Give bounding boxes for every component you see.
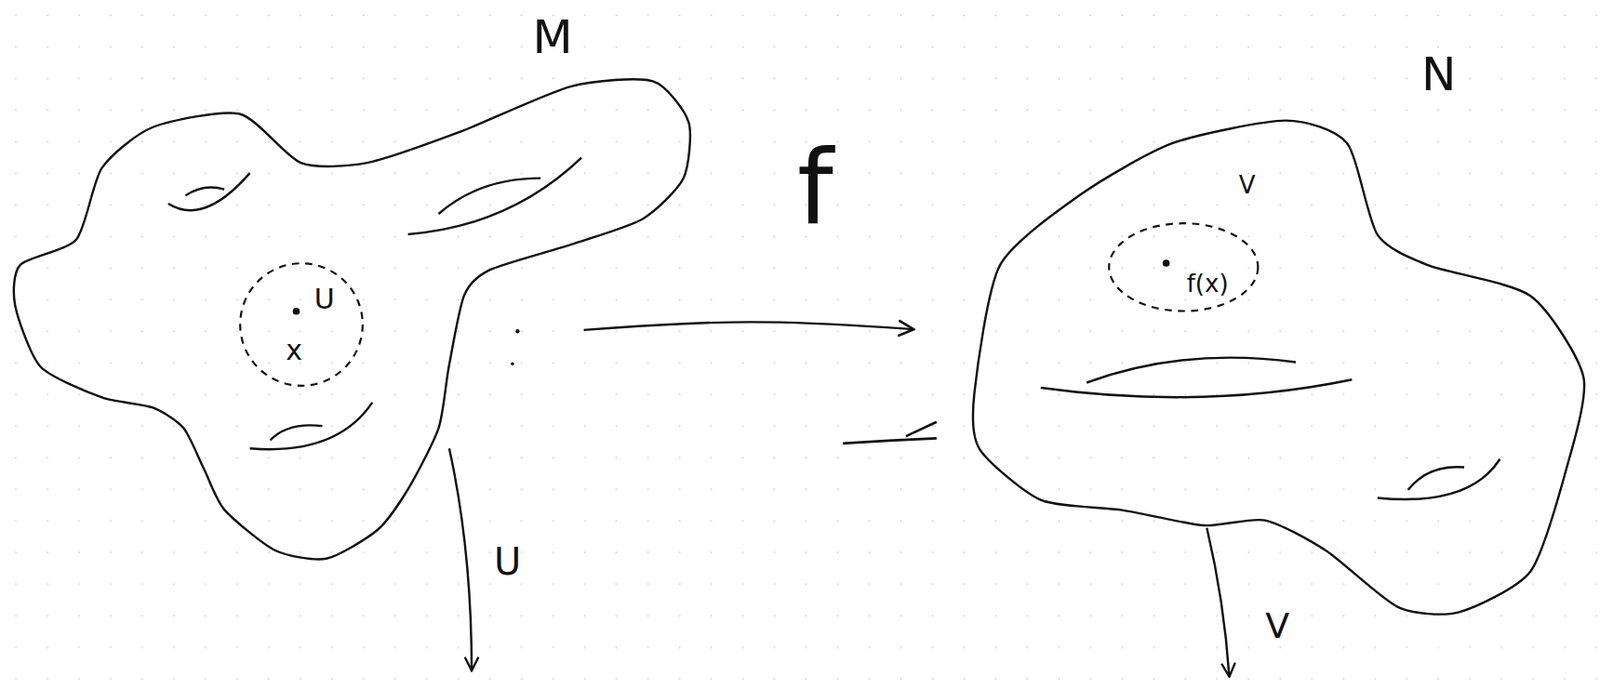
symbol-label: N: [1421, 51, 1456, 98]
handle-curve: [186, 187, 226, 197]
symbol-label: M: [533, 13, 574, 61]
symbol-label: U: [314, 285, 335, 314]
leader-arrow: [1206, 528, 1229, 678]
handle-curve: [1086, 357, 1296, 383]
open-set: Vf(x): [1106, 221, 1261, 314]
handle-curve: [1408, 466, 1465, 490]
point-dot: [515, 329, 520, 334]
handle-curve: [439, 178, 542, 214]
set-label: U: [493, 543, 521, 581]
point-dot: [510, 362, 515, 367]
point-dot: [292, 307, 300, 316]
dashed-outline: [240, 263, 363, 387]
manifold-outline: [969, 114, 1587, 620]
stroke-mark: [842, 422, 937, 444]
set-label: V: [1265, 608, 1290, 644]
handle-curve: [250, 402, 374, 450]
point-dot: [1162, 259, 1171, 267]
manifold: NVf(x): [969, 114, 1587, 620]
map-arrow: [584, 321, 915, 331]
dashed-outline: [1108, 223, 1258, 311]
outline: [13, 80, 691, 560]
manifold: MUx: [12, 77, 696, 563]
neighbourhood-ellipse: [1106, 221, 1261, 314]
outline: [973, 120, 1585, 614]
open-set: Ux: [238, 261, 365, 388]
manifold-outline: [12, 77, 696, 563]
symbol-label: V: [1239, 173, 1256, 198]
neighbourhood-circle: [238, 261, 365, 388]
handle-curve: [408, 158, 582, 235]
handle-curve: [270, 426, 323, 441]
symbol-label: x: [285, 336, 303, 365]
symbol-label: f(x): [1186, 271, 1229, 296]
leader-arrow: [449, 448, 472, 671]
map-label: f: [797, 136, 834, 240]
handle-curve: [1377, 459, 1501, 500]
handle-curve: [168, 173, 251, 211]
